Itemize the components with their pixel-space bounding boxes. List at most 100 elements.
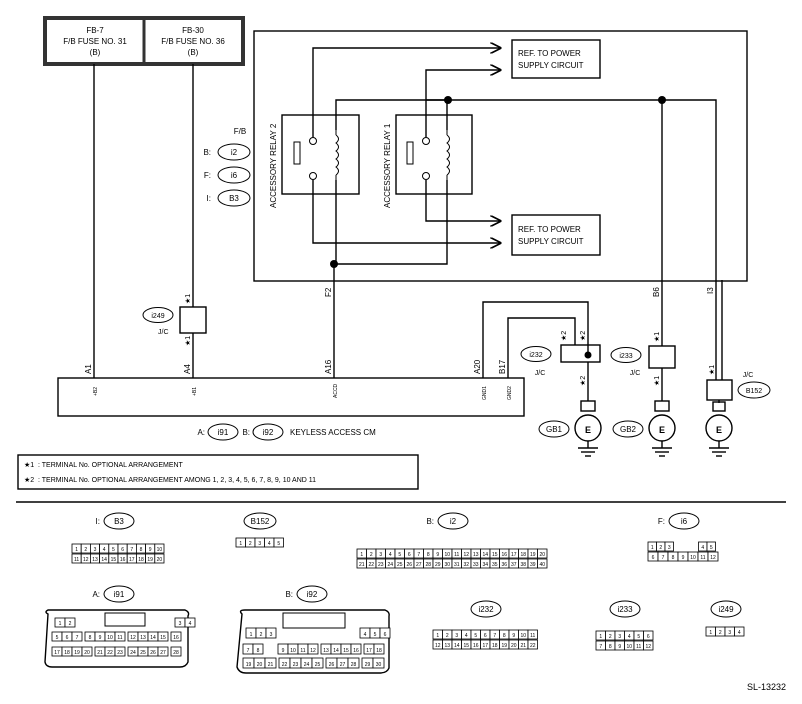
pin-i92-15: 15 bbox=[340, 643, 352, 655]
fuse-fb7-name: FB-7 bbox=[86, 26, 104, 35]
svg-text:10: 10 bbox=[157, 547, 163, 553]
svg-text:★1: ★1 bbox=[653, 376, 661, 386]
fb-block-frame bbox=[253, 30, 748, 282]
svg-text:I:: I: bbox=[96, 517, 100, 526]
pin-i2-35: 35 bbox=[489, 558, 500, 569]
pin-b3-6: 6 bbox=[117, 543, 128, 554]
pin-i2-1: 1 bbox=[356, 548, 367, 559]
svg-text:2: 2 bbox=[659, 545, 662, 551]
svg-text:10: 10 bbox=[444, 552, 450, 558]
connector-header-i233: i233 bbox=[609, 600, 641, 618]
pin-i2-4: 4 bbox=[385, 548, 396, 559]
svg-text:2: 2 bbox=[446, 633, 449, 639]
pin-i232-13: 13 bbox=[442, 639, 453, 650]
pin-i232-18: 18 bbox=[489, 639, 500, 650]
pin-i92-22: 22 bbox=[278, 657, 291, 669]
pin-i6-12: 12 bbox=[707, 551, 719, 562]
cm-pin-gnd2: GND2 bbox=[507, 386, 513, 400]
cm-pin-gnd1: GND1 bbox=[482, 386, 488, 400]
pin-b3-18: 18 bbox=[135, 553, 146, 564]
svg-text:38: 38 bbox=[520, 562, 526, 568]
pin-b152-3: 3 bbox=[254, 537, 265, 548]
svg-text:★1: ★1 bbox=[653, 332, 661, 342]
svg-text:6: 6 bbox=[484, 633, 487, 639]
svg-text:21: 21 bbox=[520, 643, 526, 649]
svg-text:14: 14 bbox=[482, 552, 488, 558]
svg-text:39: 39 bbox=[530, 562, 536, 568]
svg-text:15: 15 bbox=[111, 557, 117, 563]
pin-b3-16: 16 bbox=[117, 553, 128, 564]
pin-i233-12: 12 bbox=[643, 640, 654, 651]
svg-text:11: 11 bbox=[530, 633, 535, 639]
pin-i92-2: 2 bbox=[255, 627, 267, 639]
pin-i2-15: 15 bbox=[489, 548, 500, 559]
pin-i91-2: 2 bbox=[64, 617, 76, 628]
svg-text:22: 22 bbox=[368, 562, 374, 568]
svg-text:11: 11 bbox=[636, 644, 641, 650]
svg-text:E: E bbox=[585, 425, 591, 435]
svg-text:11: 11 bbox=[74, 557, 79, 563]
svg-text:37: 37 bbox=[511, 562, 517, 568]
svg-text:2: 2 bbox=[260, 632, 263, 638]
pin-i232-5: 5 bbox=[470, 629, 481, 640]
svg-text:24: 24 bbox=[387, 562, 393, 568]
svg-text:7: 7 bbox=[130, 547, 133, 553]
wire-b6: B6 bbox=[652, 287, 661, 297]
ground-gb2: E GB2 bbox=[612, 400, 676, 457]
svg-text:5: 5 bbox=[474, 633, 477, 639]
fb-connector-i6: F: i6 bbox=[204, 166, 251, 184]
svg-text:SUPPLY CIRCUIT: SUPPLY CIRCUIT bbox=[518, 61, 584, 70]
svg-text:6: 6 bbox=[652, 555, 655, 561]
pin-i92-26: 26 bbox=[325, 657, 338, 669]
pin-b3-4: 4 bbox=[99, 543, 110, 554]
pin-i233-2: 2 bbox=[605, 630, 616, 641]
pin-i232-16: 16 bbox=[470, 639, 481, 650]
svg-text:9: 9 bbox=[512, 633, 515, 639]
svg-text:20: 20 bbox=[157, 557, 163, 563]
pin-i92-18: 18 bbox=[373, 643, 385, 655]
svg-text:2: 2 bbox=[609, 634, 612, 640]
svg-text:3: 3 bbox=[258, 541, 261, 547]
svg-text:32: 32 bbox=[463, 562, 469, 568]
svg-text:24: 24 bbox=[304, 662, 310, 668]
pin-i91-7: 7 bbox=[71, 631, 83, 642]
svg-text:GB1: GB1 bbox=[546, 425, 563, 434]
pin-i233-5: 5 bbox=[633, 630, 644, 641]
pin-i91-19: 19 bbox=[71, 646, 83, 657]
pin-i91-25: 25 bbox=[137, 646, 149, 657]
pin-i2-38: 38 bbox=[518, 558, 529, 569]
svg-text:29: 29 bbox=[435, 562, 441, 568]
pin-i2-20: 20 bbox=[537, 548, 548, 559]
svg-text:30: 30 bbox=[376, 662, 382, 668]
pin-b3-11: 11 bbox=[71, 553, 82, 564]
svg-text:12: 12 bbox=[310, 648, 316, 654]
pin-i232-2: 2 bbox=[442, 629, 453, 640]
connector-outline-i92 bbox=[236, 609, 390, 674]
pin-b3-2: 2 bbox=[80, 543, 91, 554]
pin-i92-25: 25 bbox=[311, 657, 324, 669]
pin-i2-9: 9 bbox=[432, 548, 443, 559]
pin-b3-14: 14 bbox=[99, 553, 110, 564]
svg-text:5: 5 bbox=[56, 635, 59, 641]
pin-i2-12: 12 bbox=[461, 548, 472, 559]
svg-text:B3: B3 bbox=[114, 517, 124, 526]
pin-i92-13: 13 bbox=[320, 643, 332, 655]
connector-header-i92: B: i92 bbox=[285, 585, 328, 603]
svg-text:i232: i232 bbox=[529, 352, 542, 359]
pin-i91-12: 12 bbox=[127, 631, 139, 642]
pin-i232-6: 6 bbox=[480, 629, 491, 640]
pin-i2-27: 27 bbox=[413, 558, 424, 569]
wire-a20: A20 bbox=[473, 359, 482, 374]
svg-text:2: 2 bbox=[249, 541, 252, 547]
pin-i232-17: 17 bbox=[480, 639, 491, 650]
svg-text:19: 19 bbox=[530, 552, 536, 558]
svg-text:4: 4 bbox=[189, 621, 192, 627]
svg-text:i92: i92 bbox=[263, 428, 274, 437]
svg-text:19: 19 bbox=[147, 557, 153, 563]
pin-i232-7: 7 bbox=[489, 629, 500, 640]
svg-text:2: 2 bbox=[84, 547, 87, 553]
svg-text:20: 20 bbox=[539, 552, 545, 558]
ref-power-supply-top: REF. TO POWER SUPPLY CIRCUIT bbox=[511, 39, 601, 79]
pin-i2-32: 32 bbox=[461, 558, 472, 569]
